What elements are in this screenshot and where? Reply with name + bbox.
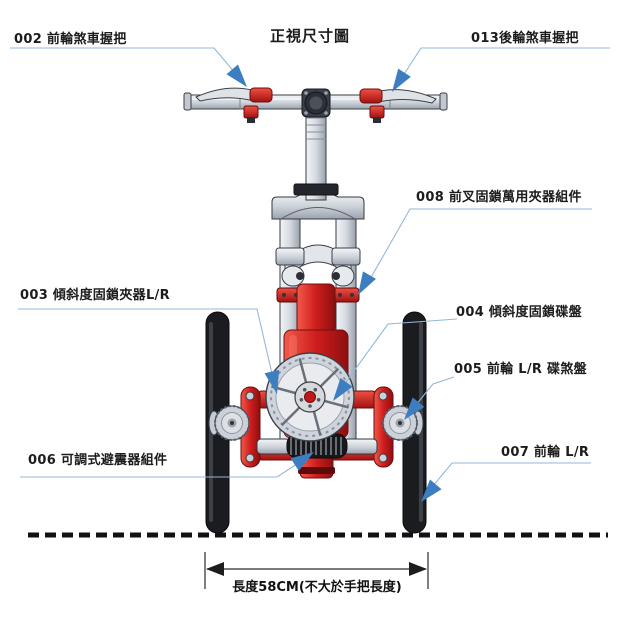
- leader-007: [427, 462, 591, 493]
- front-brake-lever-left: [195, 87, 273, 123]
- dimension-label: 長度58CM(不大於手把長度): [232, 580, 402, 595]
- leader-002: [10, 47, 237, 75]
- callout-006-adjustable-shock: 006 可調式避震器組件: [28, 453, 168, 468]
- callout-013-rear-brake-lever: 013後輪煞車握把: [471, 31, 579, 46]
- callout-003-tilt-lock-clamp: 003 傾斜度固鎖夾器L/R: [20, 288, 170, 303]
- rear-brake-lever-right: [359, 88, 437, 123]
- dimension-58cm: [204, 552, 429, 589]
- leader-013: [400, 47, 610, 80]
- callout-005-front-disc-rotor: 005 前輪 L/R 碟煞盤: [454, 362, 587, 377]
- leader-003: [18, 308, 274, 379]
- leader-008: [368, 208, 592, 282]
- page-title: 正視尺寸圖: [269, 27, 351, 45]
- callout-002-front-brake-lever: 002 前輪煞車握把: [14, 32, 127, 47]
- steerer-and-stem: [293, 107, 339, 201]
- leader-006: [20, 459, 304, 478]
- stem-clamp: [301, 88, 331, 118]
- leader-005: [410, 376, 455, 412]
- leader-004: [340, 318, 458, 390]
- callout-007-front-wheel: 007 前輪 L/R: [501, 445, 590, 460]
- callout-008-fork-lock-clamp: 008 前叉固鎖萬用夾器組件: [416, 190, 582, 205]
- tilt-lock-disc: [265, 352, 355, 442]
- callout-leaders: [10, 47, 610, 493]
- left-hub-disc-brake: [208, 405, 250, 441]
- callout-004-tilt-lock-disc: 004 傾斜度固鎖碟盤: [456, 305, 582, 320]
